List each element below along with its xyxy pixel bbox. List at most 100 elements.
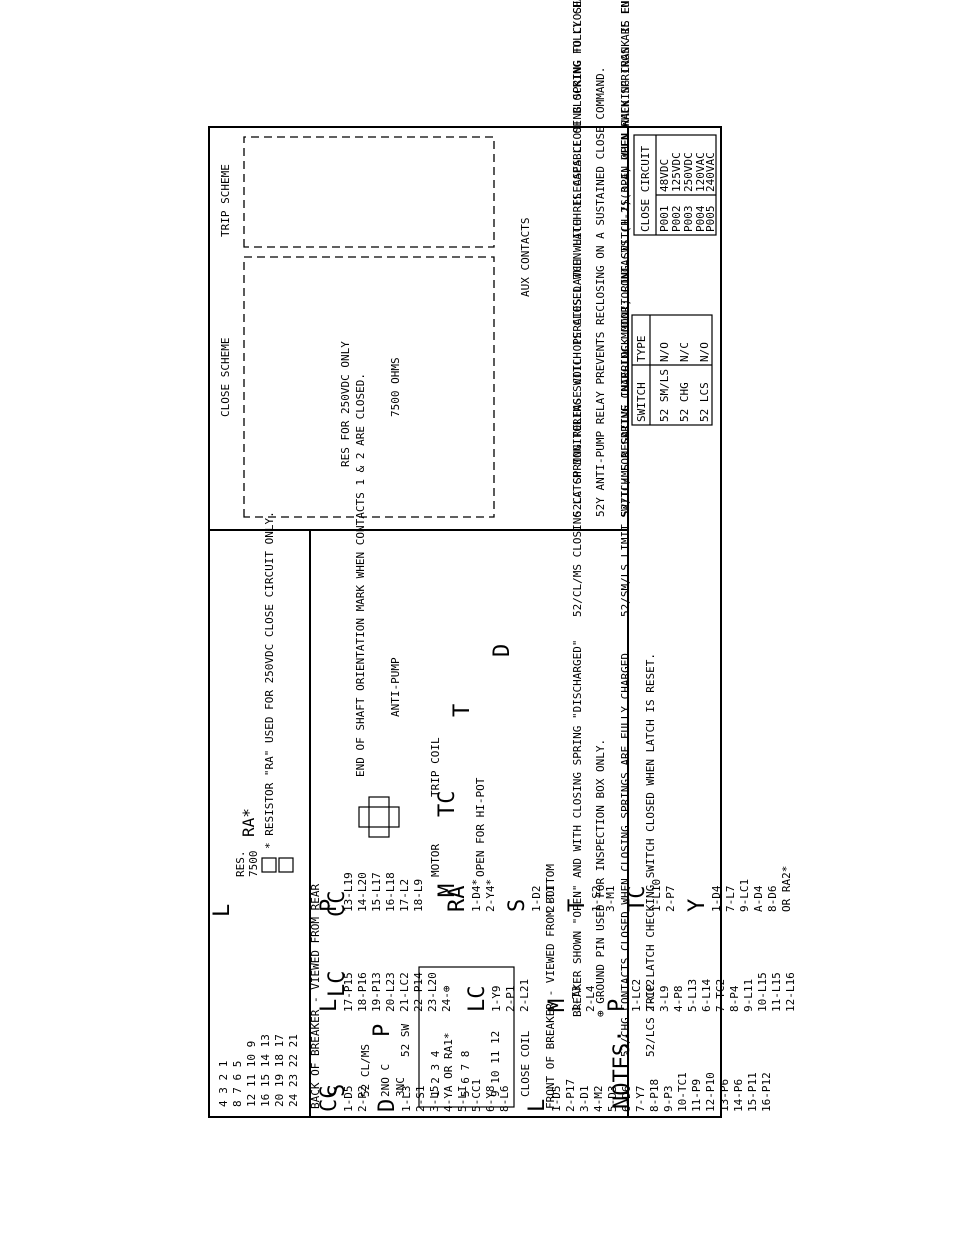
legend-t-1: 3-M1 bbox=[604, 886, 617, 913]
cc-row-1-volt: 125VDC bbox=[670, 152, 683, 192]
legend-d-6: 6-Y8 bbox=[484, 1086, 497, 1113]
legend-pp-6: 7-TC2 bbox=[714, 979, 727, 1012]
legend-l-r5: 22-P14 bbox=[412, 972, 425, 1012]
legend-l-11: 12-P10 bbox=[704, 1072, 717, 1112]
legend-d-2: 3-L5 bbox=[428, 1086, 441, 1113]
legend-y-2: 9-LC1 bbox=[738, 879, 751, 912]
svg-text:8 7 6 5: 8 7 6 5 bbox=[231, 1061, 244, 1107]
close-scheme: CLOSE SCHEME RES FOR 250VDC ONLY 7500 OH… bbox=[219, 256, 495, 518]
outer-frame bbox=[208, 126, 722, 1118]
legend-l-r2: 19-P13 bbox=[370, 972, 383, 1012]
legend-l-1: 2-P17 bbox=[564, 1079, 577, 1112]
front-of-breaker: S 52 CL/MS 2NO C 3NC P 52 SW 1 2 3 4 5 6… bbox=[325, 373, 557, 1109]
svg-text:5 6 7 8: 5 6 7 8 bbox=[459, 1051, 472, 1097]
legend-s-0: 1-D2 bbox=[530, 886, 543, 913]
legend-l-2: 3-D1 bbox=[578, 1086, 591, 1113]
legend-d-4: 5-LI bbox=[456, 1086, 469, 1113]
legend-ra-head: RA bbox=[445, 886, 470, 913]
legend-m-0: 1-T3 bbox=[570, 986, 583, 1013]
legend-pp-7: 8-P4 bbox=[728, 985, 741, 1012]
legend-ra-1: 2-Y4* bbox=[484, 879, 497, 912]
legend-s-1: 2-T1 bbox=[544, 886, 557, 913]
back-title: BACK OF BREAKER - VIEWED FROM REAR bbox=[309, 883, 322, 1109]
legend-l-4: 5-D3 bbox=[606, 1086, 619, 1113]
legend-lc-1: 2-P1 bbox=[504, 986, 517, 1013]
label-cc: CC bbox=[325, 891, 350, 918]
legend-p-r1: 14-L20 bbox=[356, 872, 369, 912]
switch-header: SWITCH bbox=[635, 382, 648, 422]
legend-l-12: 13-P6 bbox=[718, 1079, 731, 1112]
cc-row-4-volt: 240VAC bbox=[704, 152, 717, 192]
ohms-label: 7500 OHMS bbox=[389, 357, 402, 417]
legend-pp-11: 12-L16 bbox=[784, 972, 797, 1012]
legend-p-r0: 13-L19 bbox=[342, 872, 355, 912]
shaft-note: END OF SHAFT ORIENTATION MARK WHEN CONTA… bbox=[354, 373, 367, 777]
legend-l-r1: 18-P16 bbox=[356, 972, 369, 1012]
aux-contacts-label: AUX CONTACTS bbox=[519, 218, 532, 297]
shaft-orientation-mark bbox=[358, 796, 400, 838]
note-2: 52/CHG CONTACTS CLOSED WHEN CLOSING SPRI… bbox=[619, 646, 632, 1057]
res-value: 7500 bbox=[247, 851, 260, 878]
legend-lc-0: 1-Y9 bbox=[490, 986, 503, 1013]
legend-y-0: 1-D4 bbox=[710, 885, 723, 912]
svg-text:24 23 22 21: 24 23 22 21 bbox=[287, 1034, 300, 1107]
legend-l-r3: 20-L23 bbox=[384, 972, 397, 1012]
cc-row-4-code: P005 bbox=[704, 206, 717, 233]
back-of-breaker: 4 3 2 1 8 7 6 5 12 11 10 9 16 15 14 13 2… bbox=[210, 511, 322, 1109]
cc-row-0-code: P001 bbox=[658, 206, 671, 233]
legend-pp-3: 4-P8 bbox=[672, 986, 685, 1013]
legend-y-3: A-D4 bbox=[752, 885, 765, 912]
pin-grid: 4 3 2 1 8 7 6 5 12 11 10 9 16 15 14 13 2… bbox=[217, 1034, 300, 1107]
legend-p-r2: 15-L17 bbox=[370, 872, 383, 912]
legend-tc-1: 2-P7 bbox=[664, 886, 677, 913]
label-s: S bbox=[325, 1084, 350, 1097]
label-p: P bbox=[370, 1024, 395, 1037]
legend-p-head: P bbox=[317, 899, 342, 912]
legend-pp-9: 10-L15 bbox=[756, 972, 769, 1012]
legend-l-r0: 17-P15 bbox=[342, 972, 355, 1012]
trip-coil-label: TRIP COIL bbox=[429, 737, 442, 797]
close-circuit-table: CLOSE CIRCUIT P001 48VDC P002 125VDC P00… bbox=[633, 134, 717, 236]
type-header: TYPE bbox=[635, 336, 648, 363]
rotated-content: 4 3 2 1 8 7 6 5 12 11 10 9 16 15 14 13 2… bbox=[210, 0, 657, 1109]
legend-l-9: 10-TC1 bbox=[676, 1072, 689, 1112]
svg-text:3NC: 3NC bbox=[394, 1077, 407, 1097]
legend-tc-0: 1-L10 bbox=[650, 879, 663, 912]
legend-cc-head: CC bbox=[317, 1086, 342, 1113]
legend-cc-1: 2-P2 bbox=[356, 1086, 369, 1113]
legend-ra-0: 1-D4* bbox=[470, 879, 483, 912]
legend-y-suffix: OR RA2* bbox=[780, 866, 793, 912]
legend-l-15: 16-P12 bbox=[760, 1072, 773, 1112]
legend-l-head: L bbox=[317, 999, 342, 1012]
type-row-0: N/O bbox=[658, 342, 671, 362]
legend-l-14: 15-P11 bbox=[746, 1072, 759, 1112]
legend-d-1: 2-S1 bbox=[414, 1086, 427, 1113]
notes-section: NOTES: BREAKER SHOWN "OPEN" AND WITH CLO… bbox=[571, 0, 657, 1109]
cc-row-3-code: P004 bbox=[694, 205, 707, 232]
cc-row-3-volt: 120VAC bbox=[694, 152, 707, 192]
note-3: 52/LCS TRIP LATCH CHECKING SWITCH CLOSED… bbox=[644, 653, 657, 1057]
label-lc: LC bbox=[325, 971, 350, 998]
switch-row-1: 52 CHG bbox=[678, 382, 691, 422]
svg-text:52 SW: 52 SW bbox=[399, 1024, 412, 1057]
trip-scheme-box bbox=[243, 136, 495, 248]
motor-label: MOTOR bbox=[429, 844, 442, 877]
pin-legend: CC 1-D5 2-P2 D 1-L3 2-S1 3-L5 4-YA OR RA… bbox=[317, 866, 797, 1112]
note-0: BREAKER SHOWN "OPEN" AND WITH CLOSING SP… bbox=[571, 640, 584, 1018]
legend-lc-head: LC bbox=[465, 986, 490, 1013]
legend-p-r5: 18-L9 bbox=[412, 879, 425, 912]
cc-row-2-volt: 250VDC bbox=[682, 152, 695, 192]
legend-pp-8: 9-L11 bbox=[742, 979, 755, 1012]
legend-d-head: D bbox=[375, 1099, 400, 1112]
legend-t-head: T bbox=[565, 899, 590, 912]
label-d: D bbox=[490, 644, 515, 657]
legend-l-r4: 21-LC2 bbox=[398, 972, 411, 1012]
trip-scheme: TRIP SCHEME bbox=[219, 136, 495, 248]
type-row-1: N/C bbox=[678, 342, 691, 362]
label-l: L bbox=[210, 904, 235, 917]
legend-pp-head: P bbox=[605, 999, 630, 1012]
legend-pp-1: 2-CC2 bbox=[644, 979, 657, 1012]
close-scheme-title: CLOSE SCHEME bbox=[219, 338, 232, 417]
legend-l-13: 14-P6 bbox=[732, 1079, 745, 1112]
trip-scheme-title: TRIP SCHEME bbox=[219, 164, 232, 237]
